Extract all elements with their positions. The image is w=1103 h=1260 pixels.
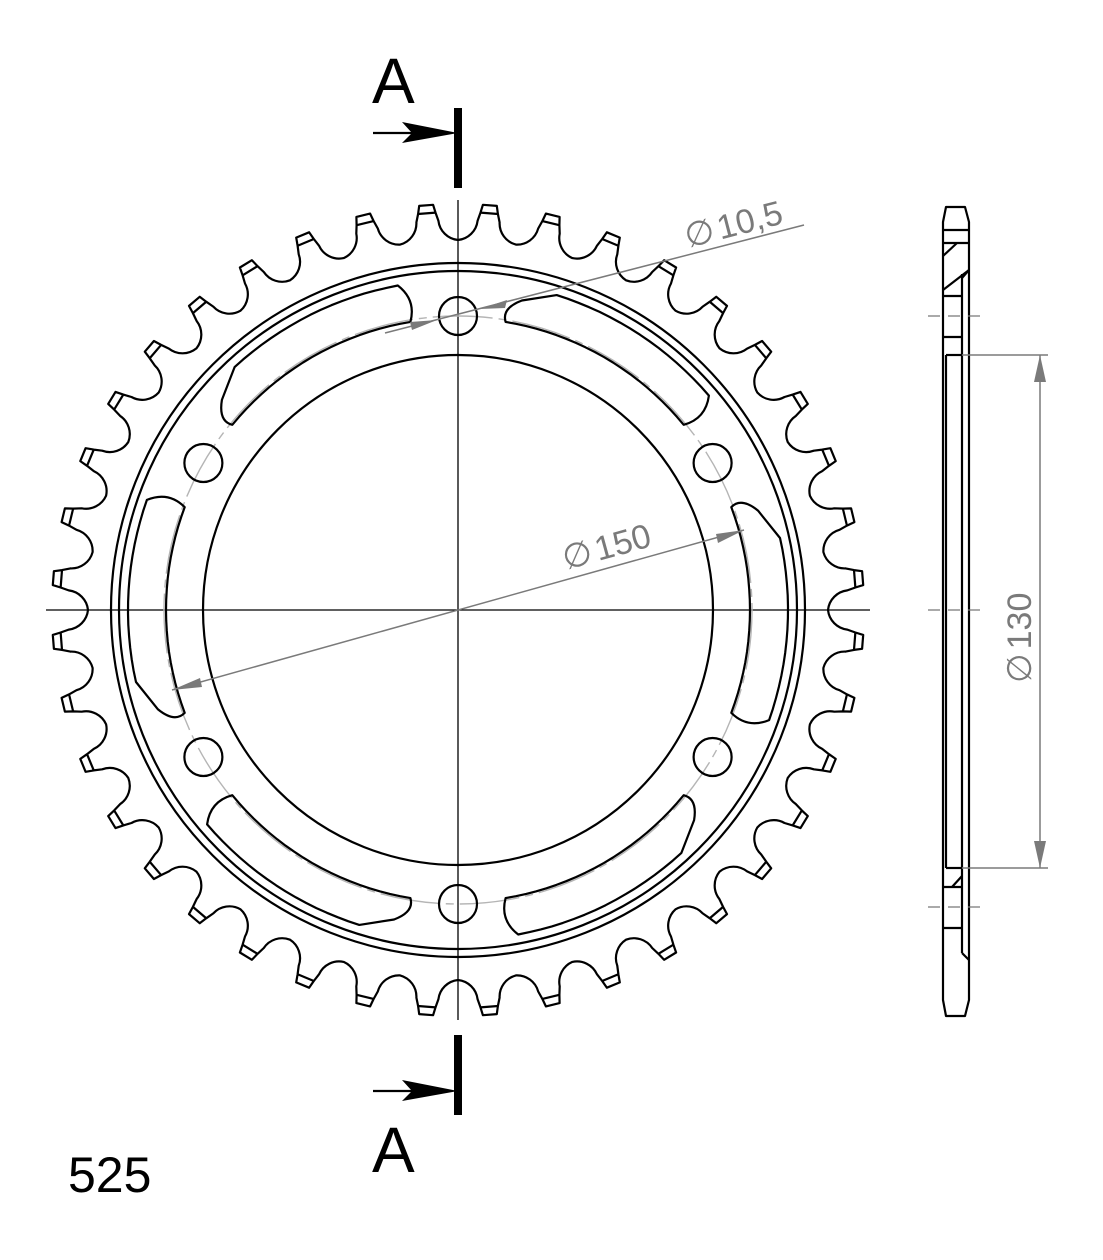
tooth-chamfer-line bbox=[821, 753, 830, 771]
bolt-hole bbox=[692, 736, 733, 778]
tooth-chamfer-line bbox=[542, 219, 560, 227]
chain-pitch-label: 525 bbox=[68, 1147, 151, 1203]
tooth-chamfer-line bbox=[67, 694, 75, 712]
section-letter-bottom: A bbox=[372, 1114, 415, 1186]
center-bore bbox=[201, 353, 715, 867]
tooth-chamfer-line bbox=[192, 906, 207, 920]
tooth-chamfer-line bbox=[297, 238, 315, 247]
tooth-chamfer-line bbox=[480, 211, 499, 216]
tooth-chamfer-line bbox=[754, 861, 768, 876]
tooth-chamfer-line bbox=[841, 508, 849, 526]
outer-ring-2 bbox=[117, 269, 799, 951]
pcd-dim-label: 150 bbox=[590, 517, 655, 569]
tooth-chamfer-line bbox=[480, 1004, 499, 1009]
outer-ring-1 bbox=[109, 261, 807, 959]
bolt-hole bbox=[437, 883, 479, 925]
hole-dim-label: 10,5 bbox=[713, 194, 787, 247]
bolt-hole bbox=[183, 736, 224, 778]
tooth-chamfer-line bbox=[821, 449, 830, 467]
side-section-view bbox=[928, 205, 980, 1018]
tooth-chamfer-line bbox=[657, 943, 674, 955]
tooth-chamfer-line bbox=[709, 300, 724, 314]
tooth-chamfer-line bbox=[791, 809, 803, 826]
lightening-slot bbox=[220, 284, 413, 426]
diameter-symbol: ∅ bbox=[1001, 653, 1039, 683]
svg-text:∅10,5: ∅10,5 bbox=[680, 194, 786, 256]
tooth-chamfer-line bbox=[113, 809, 125, 826]
tooth-chamfer-line bbox=[657, 265, 674, 277]
svg-text:∅130: ∅130 bbox=[1001, 593, 1039, 683]
lightening-slot bbox=[503, 794, 696, 936]
tooth-chamfer-line bbox=[148, 861, 162, 876]
lightening-slot bbox=[730, 501, 790, 725]
bolt-hole bbox=[437, 295, 479, 337]
lightening-slot bbox=[503, 294, 710, 426]
tooth-chamfer-line bbox=[67, 508, 75, 526]
tooth-chamfer-line bbox=[417, 211, 436, 216]
tooth-chamfer-line bbox=[86, 449, 95, 467]
tooth-chamfer-line bbox=[852, 632, 857, 651]
tooth-chamfer-line bbox=[59, 632, 64, 651]
tooth-chamfer-line bbox=[356, 219, 374, 227]
section-marker-bottom: A bbox=[372, 1035, 462, 1186]
tooth-chamfer-line bbox=[356, 993, 374, 1001]
tooth-chamfer-line bbox=[601, 238, 619, 247]
section-marker-top: A bbox=[372, 45, 462, 188]
lightening-slots bbox=[126, 284, 790, 936]
tooth-chamfer-line bbox=[86, 753, 95, 771]
bolt-hole bbox=[692, 442, 733, 484]
tooth-chamfer-line bbox=[242, 265, 259, 277]
tooth-chamfer-line bbox=[59, 569, 64, 588]
diameter-symbol: ∅ bbox=[680, 212, 718, 256]
lightening-slot bbox=[206, 794, 413, 926]
section-letter-top: A bbox=[372, 45, 415, 117]
tooth-chamfer-line bbox=[709, 906, 724, 920]
tooth-chamfer-line bbox=[192, 300, 207, 314]
tooth-chamfer-line bbox=[148, 344, 162, 359]
tooth-chamfer-line bbox=[754, 344, 768, 359]
tooth-chamfer-line bbox=[113, 394, 125, 411]
tooth-chamfer-line bbox=[852, 569, 857, 588]
tooth-chamfer-line bbox=[417, 1004, 436, 1009]
bolt-holes bbox=[183, 295, 733, 925]
tooth-chamfer-line bbox=[601, 973, 619, 982]
tooth-chamfer-line bbox=[297, 973, 315, 982]
sprocket-teeth-outline bbox=[51, 203, 865, 1017]
lightening-slot bbox=[126, 495, 186, 719]
tooth-chamfer-lines bbox=[59, 211, 857, 1009]
diameter-symbol: ∅ bbox=[558, 533, 597, 578]
tooth-chamfer-line bbox=[791, 394, 803, 411]
bore-dim-label: 130 bbox=[1001, 593, 1039, 650]
bolt-hole bbox=[183, 442, 224, 484]
tooth-chamfer-line bbox=[841, 694, 849, 712]
bore-diameter-dimension: ∅130 bbox=[962, 354, 1048, 869]
pcd-circle bbox=[163, 315, 753, 905]
tooth-chamfer-line bbox=[542, 993, 560, 1001]
tooth-chamfer-line bbox=[242, 943, 259, 955]
